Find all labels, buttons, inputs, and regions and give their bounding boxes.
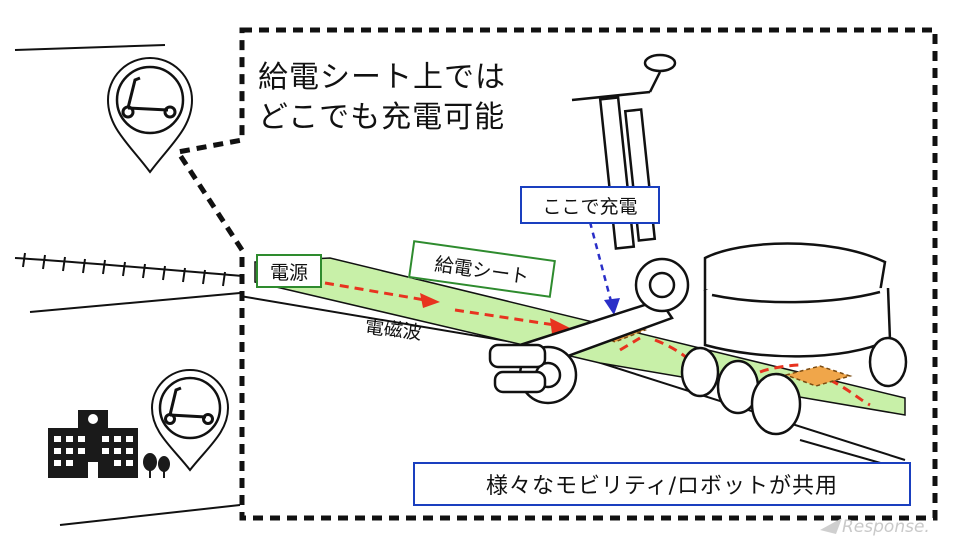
charging-pad-robot bbox=[783, 365, 853, 387]
scooter-pin-icon bbox=[106, 57, 194, 174]
watermark-mark bbox=[820, 518, 842, 534]
charge-pointer bbox=[588, 221, 614, 306]
headline-line-2: どこでも充電可能 bbox=[258, 100, 506, 135]
callout-frame bbox=[173, 27, 938, 521]
power-source-label: 電源 bbox=[256, 254, 322, 288]
charge-here-label: ここで充電 bbox=[520, 186, 660, 224]
headline: 給電シート上では どこでも充電可能 bbox=[258, 58, 506, 138]
robot-drawing bbox=[680, 242, 908, 436]
railway-track bbox=[14, 252, 243, 287]
scooter-pin-icon bbox=[150, 369, 230, 472]
watermark-text: Response. bbox=[842, 517, 930, 537]
headline-line-1: 給電シート上では bbox=[258, 60, 506, 95]
tree-icon bbox=[143, 453, 170, 478]
charge-pointer-head bbox=[604, 298, 620, 315]
shared-use-label: 様々なモビリティ/ロボットが共用 bbox=[413, 462, 911, 506]
arrow-heads bbox=[420, 293, 570, 334]
school-building-icon bbox=[48, 410, 138, 478]
